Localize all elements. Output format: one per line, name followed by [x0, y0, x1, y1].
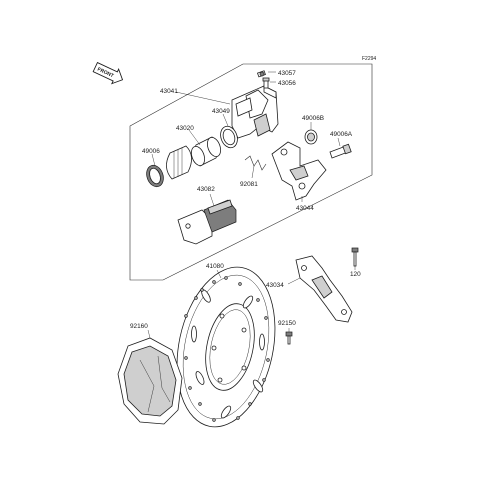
- disc-guard: [117, 337, 183, 425]
- label-49006B: 49006B: [302, 115, 324, 122]
- label-43057: 43057: [278, 70, 296, 77]
- label-43082: 43082: [197, 186, 215, 193]
- label-92081: 92081: [240, 181, 258, 188]
- pad-spring: [244, 155, 267, 171]
- brake-disc: [176, 266, 276, 428]
- brake-pads: [177, 199, 237, 245]
- label-92160: 92160: [130, 323, 148, 330]
- link-bolt: [351, 247, 359, 267]
- diagram-ref-code: F2294: [362, 56, 376, 62]
- caliper-piston: [191, 136, 221, 167]
- label-41080: 41080: [206, 263, 224, 270]
- leader-lines-caliper: [151, 71, 341, 207]
- label-49006A: 49006A: [330, 131, 353, 138]
- label-43020: 43020: [176, 125, 194, 132]
- front-arrow-icon: FRONT: [92, 61, 124, 85]
- pin-boot-b: [304, 129, 318, 145]
- leader-lines-lower: [147, 266, 356, 339]
- torque-link: [295, 255, 353, 323]
- caliper-body: [231, 85, 279, 139]
- disc-bolt: [285, 331, 293, 345]
- dust-boot: [146, 145, 192, 188]
- piston-seal: [220, 125, 238, 149]
- label-49006: 49006: [142, 148, 160, 155]
- label-43056: 43056: [278, 80, 296, 87]
- label-43041: 43041: [160, 88, 178, 95]
- label-43034: 43034: [266, 282, 284, 289]
- caliper-bracket: [271, 141, 327, 201]
- label-92150: 92150: [278, 320, 296, 327]
- slide-pin-a: [329, 143, 352, 159]
- caliper-assembly-outline: [129, 63, 373, 281]
- label-43049: 43049: [212, 108, 230, 115]
- label-43044: 43044: [296, 205, 314, 212]
- bleeder-valve: [256, 70, 270, 89]
- label-120: 120: [350, 271, 361, 278]
